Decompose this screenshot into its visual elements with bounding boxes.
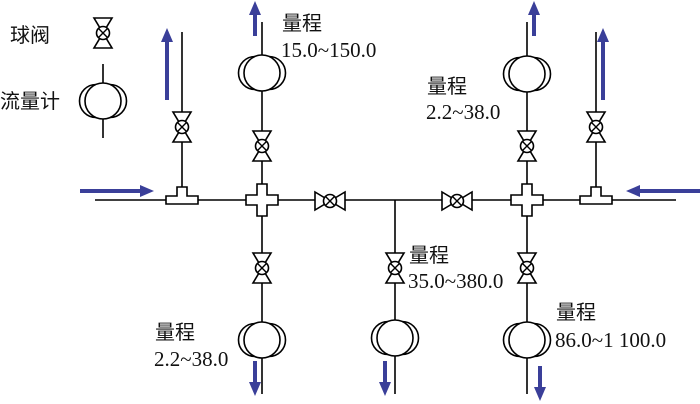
flow-arrow-up [161,28,173,100]
flow-arrow-down [249,361,261,396]
flow-meter-icon [502,55,552,93]
flow-arrow-down [534,366,546,401]
ball-valve-icon [385,252,405,284]
ball-valve-icon [252,252,272,284]
meter-range-value: 2.2~38.0 [426,100,500,124]
flow-meter-icon [370,319,420,357]
right-tee-fitting [579,186,613,205]
flow-arrow-in-right [626,185,700,197]
legend-ball-valve-icon [93,17,113,49]
flow-arrow-up [249,1,261,36]
flow-arrow-in-left [80,185,154,197]
flow-meter-icon [237,321,287,359]
ball-valve-icon [517,252,537,284]
flow-meter-icon [502,321,552,359]
legend-valve-label: 球阀 [10,23,50,47]
left-cross-fitting [245,183,279,217]
meter-range-value: 86.0~1 100.0 [555,328,666,352]
meter-range-value: 15.0~150.0 [281,38,376,62]
legend-meter-label: 流量计 [0,89,60,113]
ball-valve-icon [314,191,346,211]
ball-valve-icon [172,111,192,143]
legend-flow-meter-icon [78,82,128,120]
flow-meter-icon [237,54,287,92]
meter-range-value: 2.2~38.0 [154,347,228,371]
right-cross-fitting [510,183,544,217]
ball-valve-icon [517,130,537,162]
ball-valve-icon [441,191,473,211]
meter-range-value: 35.0~380.0 [408,269,503,293]
meter-range-label: 量程 [556,300,596,324]
meter-range-label: 量程 [427,74,467,98]
ball-valve-icon [586,111,606,143]
flow-arrow-down [379,361,391,396]
flow-arrow-up [597,28,609,100]
meter-range-label: 量程 [155,320,195,344]
meter-range-label: 量程 [409,243,449,267]
flow-arrow-up [528,1,540,36]
ball-valve-icon [252,130,272,162]
meter-range-label: 量程 [282,11,322,35]
left-tee-fitting [165,186,199,205]
